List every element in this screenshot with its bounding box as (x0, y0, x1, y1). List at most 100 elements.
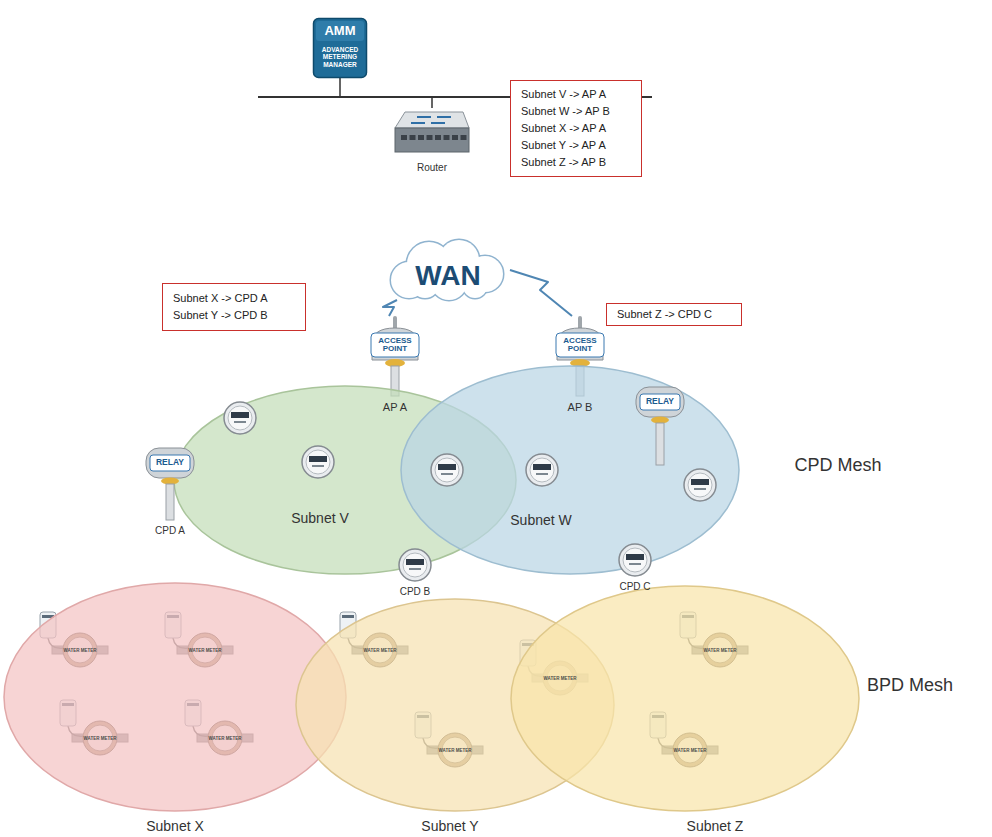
router-port (452, 135, 458, 140)
text-holder: ADVANCED METERING MANAGER (315, 46, 365, 68)
meter-screen (406, 559, 424, 565)
transmitter-cap (342, 615, 354, 618)
router-port (418, 135, 424, 140)
meter-text: WATER METER (209, 736, 242, 741)
meter-screen (438, 464, 456, 470)
meter-rim (530, 458, 554, 482)
meter-text: WATER METER (189, 648, 222, 653)
relay: RELAY (632, 385, 688, 469)
router-port (444, 135, 450, 140)
relay: RELAY CPD A (142, 446, 198, 540)
subnet-ellipse: Subnet Z (510, 585, 860, 812)
node-label: CPD A (155, 525, 185, 537)
route-entry: Subnet Z -> AP B (521, 154, 631, 171)
electric-meter (619, 544, 651, 576)
meter-screen (533, 464, 551, 470)
cpd-meter: CPD B (390, 548, 440, 600)
node-label: ACCESS POINT (372, 337, 418, 354)
electric-meter (302, 446, 334, 478)
mesh-label: CPD Mesh (794, 455, 881, 476)
relay-pole (656, 423, 664, 465)
node-label: AMM (324, 24, 355, 39)
relay-body (636, 387, 684, 417)
node-shape (510, 585, 860, 812)
meter-text: WATER METER (209, 736, 242, 741)
meter-rim (688, 473, 712, 497)
routing-table: Subnet X -> CPD ASubnet Y -> CPD B (162, 283, 306, 331)
routing-table: Subnet Z -> CPD C (606, 303, 742, 326)
meter-screen (309, 456, 327, 462)
text-holder: Subnet W -> AP B (521, 103, 631, 120)
node-label: RELAY (156, 458, 184, 468)
subnet-outline (4, 583, 346, 811)
wan-cloud: WAN (385, 238, 510, 300)
bus-connector (340, 78, 432, 108)
node-label: ADVANCED METERING MANAGER (315, 46, 365, 68)
text-holder: CPD A (155, 525, 185, 537)
text-holder: AP A (383, 401, 407, 414)
subnet-outline (511, 586, 859, 811)
router-arrow (437, 116, 451, 118)
text-holder: Subnet W (510, 512, 571, 528)
meter-rim (306, 450, 330, 474)
meter-screen (626, 554, 644, 560)
node-label: AP B (568, 401, 593, 414)
meter-bar (312, 465, 324, 467)
subnet-ellipse: Subnet X (3, 582, 347, 812)
meter-text: WATER METER (439, 748, 472, 753)
ap-body (372, 328, 418, 360)
node-label: WAN (415, 260, 480, 292)
text-holder: RELAY (156, 458, 184, 468)
amm-box (314, 19, 367, 78)
electric-meter (224, 402, 256, 434)
amm-highlight (316, 21, 364, 41)
node-label: CPD C (619, 581, 650, 593)
text-holder: Subnet Z -> AP B (521, 154, 631, 171)
text-holder: Subnet Y -> AP A (521, 137, 631, 154)
meter-screen (231, 412, 249, 418)
mesh-label: CPD Mesh (794, 455, 881, 476)
meter-bar (441, 473, 453, 475)
meter-bar (234, 421, 246, 423)
meter-bar (409, 568, 421, 570)
meter-rim (403, 553, 427, 577)
electric-meter-group (431, 454, 463, 486)
ap-body (557, 328, 603, 360)
router-port (410, 135, 416, 140)
meter-text: WATER METER (64, 648, 97, 653)
meter-bar (536, 473, 548, 475)
route-entry: Subnet Z -> CPD C (617, 306, 731, 323)
router-port (401, 135, 407, 140)
mesh-label: BPD Mesh (867, 675, 953, 696)
relay-badge (150, 455, 190, 471)
meter-text: WATER METER (704, 648, 737, 653)
route-entry: Subnet X -> CPD A (173, 290, 295, 307)
text-holder: Subnet Y -> CPD B (173, 307, 295, 324)
meter-text: WATER METER (439, 748, 472, 753)
text-holder: CPD C (619, 581, 650, 593)
relay-ring (651, 417, 669, 424)
router-arrow (431, 122, 445, 124)
electric-meter-group (684, 469, 716, 501)
wireless-link (383, 300, 397, 316)
router-arrow (411, 122, 425, 124)
text-holder: Subnet Y (421, 818, 478, 834)
ap-badge (371, 333, 419, 357)
text-holder: WAN (415, 260, 480, 292)
node-label: CPD B (400, 586, 431, 598)
mesh-label: BPD Mesh (867, 675, 953, 696)
router-top (395, 112, 469, 128)
meter-text: WATER METER (64, 648, 97, 653)
electric-meter-group (302, 446, 334, 478)
router-front (395, 128, 469, 152)
node-label: Subnet W (510, 512, 571, 528)
text-holder: ACCESS POINT (372, 337, 418, 354)
router-port (435, 135, 441, 140)
text-holder: AMM (324, 24, 355, 39)
text-holder: Subnet X -> CPD A (173, 290, 295, 307)
route-entry: Subnet V -> AP A (521, 86, 631, 103)
route-entry: Subnet X -> AP A (521, 120, 631, 137)
text-holder: CPD B (400, 586, 431, 598)
